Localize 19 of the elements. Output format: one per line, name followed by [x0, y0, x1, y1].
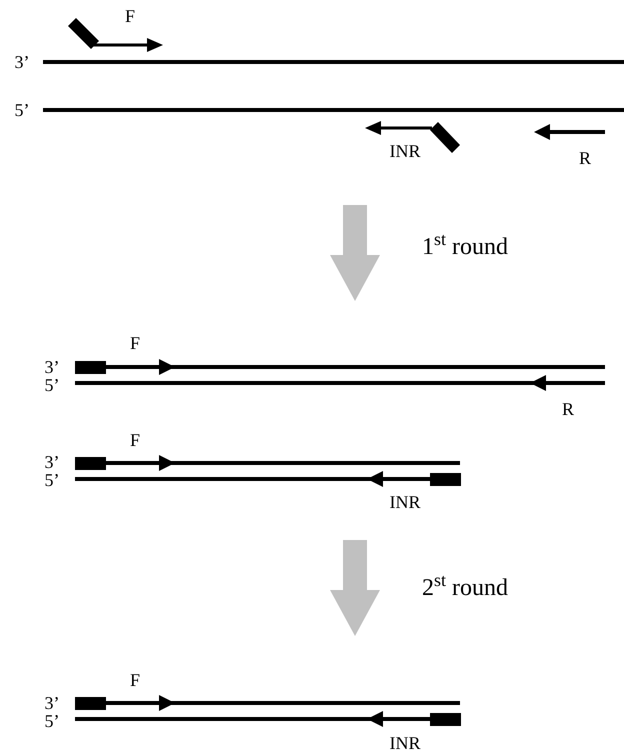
primer-label: F — [125, 7, 135, 25]
strand-end-label: 5’ — [14, 101, 30, 119]
primer-label: INR — [390, 142, 420, 160]
primer-label: INR — [390, 734, 420, 752]
strand-end-label: 3’ — [44, 453, 60, 471]
primer-label: R — [579, 149, 591, 167]
primer-label: INR — [390, 493, 420, 511]
strand-end-label: 5’ — [44, 376, 60, 394]
strand-end-label: 5’ — [44, 471, 60, 489]
strand-end-label: 3’ — [44, 358, 60, 376]
primer-label: F — [130, 334, 140, 352]
strand-end-label: 3’ — [44, 694, 60, 712]
primer-label: F — [130, 431, 140, 449]
strand-end-label: 5’ — [44, 712, 60, 730]
round-label: 1$^{st}$ round — [422, 235, 508, 259]
primer-label: R — [562, 400, 574, 418]
round-label: 2$^{st}$ round — [422, 576, 508, 600]
strand-end-label: 3’ — [14, 53, 30, 71]
primer-label: F — [130, 671, 140, 689]
